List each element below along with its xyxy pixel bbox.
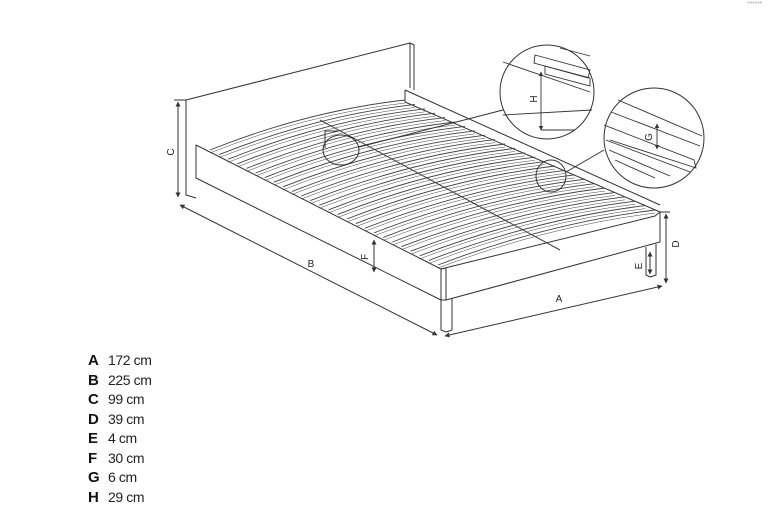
legend-row: A 172 cm [88,352,152,372]
slat-edge [328,159,536,214]
legend-key: F [88,449,98,467]
corner-mark: •••••• [747,0,762,7]
legend-value: 225 cm [108,371,152,388]
legend-value: 4 cm [108,430,137,446]
slat [218,103,416,156]
slat [282,134,486,188]
legend-value: 6 cm [108,469,137,485]
legend-row: B 225 cm [88,372,152,392]
slat [237,112,436,165]
slat-edge [419,203,636,260]
slat-edge [301,146,506,200]
slat-edge [291,142,496,195]
slat-edge [282,137,486,191]
slat-edge [246,120,446,172]
dim-label-d: D [671,240,682,247]
slat-edge [437,212,656,269]
back-rail [404,89,661,213]
dim-label-e: E [634,262,645,269]
callout-line-h [358,109,504,148]
slat [428,205,646,261]
legend-row: C 99 cm [88,391,152,411]
slat [228,108,426,160]
legend-value: 172 cm [108,352,152,368]
legend-row: D 39 cm [88,411,152,431]
dim-label-a: A [556,294,563,305]
legend-value: 30 cm [108,449,145,466]
detail-marker-right [535,159,567,193]
dim-label-h: H [529,95,540,102]
slat-edge [219,107,416,158]
headboard [185,42,415,199]
slat [319,152,526,206]
legs [440,244,657,333]
slat [209,99,406,151]
dim-label-c: C [166,148,177,155]
slat-edge [264,129,466,181]
legend-value: 29 cm [108,488,145,505]
slats [209,99,656,269]
dim-label-f: F [360,254,371,260]
legend-value: 39 cm [108,410,145,427]
legend-key: C [88,391,99,408]
slat [291,139,496,192]
slat [301,143,506,197]
detail-circle-g [603,87,705,189]
legend-row: E 4 cm [88,430,152,450]
dim-line-b [179,204,438,336]
slat [328,156,536,211]
legend-row: H 29 cm [88,489,152,509]
slat [437,209,656,266]
legend-key: G [88,469,100,486]
dim-label-b: B [308,259,315,270]
detail-circle-h [499,44,595,140]
slat-edge [237,115,436,168]
detail-marker-left [322,134,360,166]
callout-line-g [565,149,605,173]
center-rail [319,119,561,251]
slat-edge [428,208,646,264]
dim-label-g: G [644,133,655,141]
legend-key: D [88,410,99,428]
slat [419,200,636,257]
slat-edge [209,102,406,154]
dim-line-a [444,284,663,338]
dimension-legend: A 172 cm B 225 cm C 99 cm D 39 cm E 4 cm F 30 cm G 6 … [88,352,152,508]
slat-edge [273,133,476,186]
legend-row: G 6 cm [88,469,152,489]
slat-edge [228,111,426,163]
slat [310,147,516,202]
legend-key: B [88,371,99,389]
bed-dimension-diagram: C B A D E F H G [166,42,705,338]
legend-key: A [88,352,99,369]
slat [246,117,446,169]
legend-key: H [88,488,99,506]
legend-row: F 30 cm [88,450,152,470]
legend-key: E [88,430,99,447]
legend-value: 99 cm [108,391,145,407]
